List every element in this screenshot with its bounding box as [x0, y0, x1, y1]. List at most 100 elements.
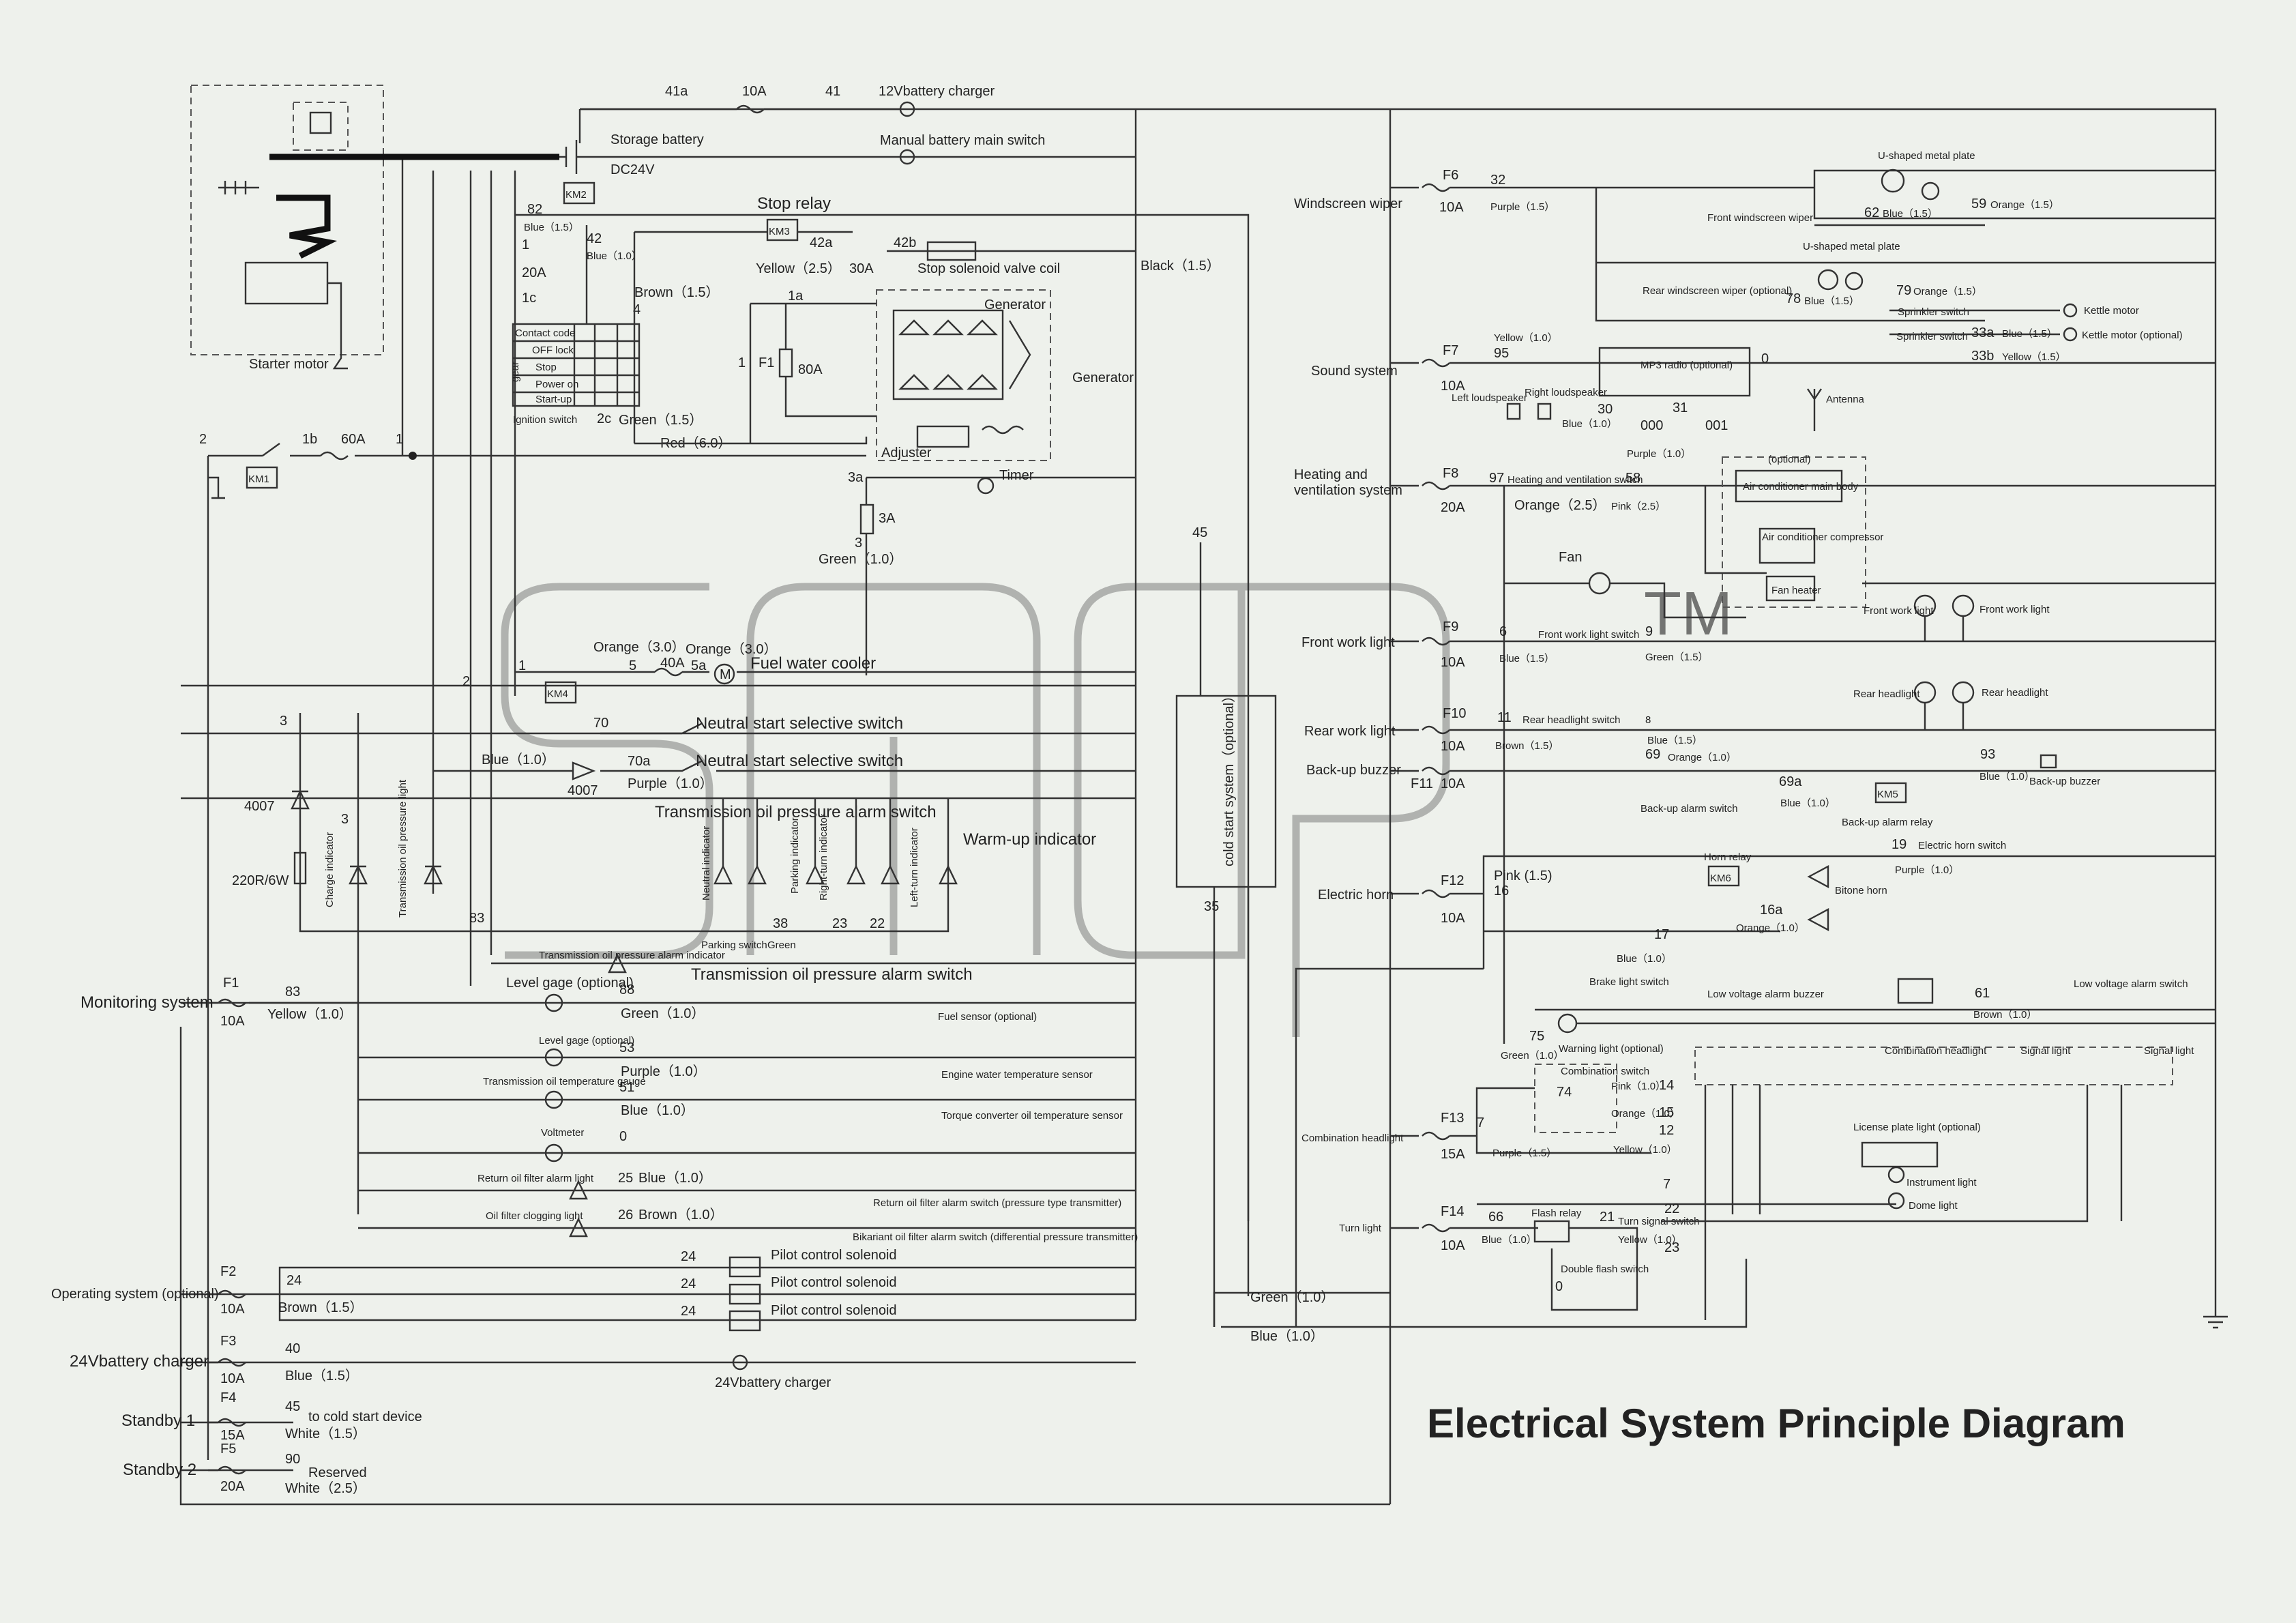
wire-88: 88: [619, 982, 634, 997]
wire-r79: 79: [1896, 283, 1911, 298]
wire-3a: 3a: [848, 470, 864, 485]
fwl-switch-label: Front work light switch: [1538, 629, 1639, 641]
pos-start-up: Start-up: [535, 394, 572, 405]
wire-3c: 3: [341, 812, 349, 827]
fan-heater-label: Fan heater: [1771, 585, 1821, 596]
turn-switch-label: Turn signal switch: [1618, 1216, 1700, 1227]
turn-light-label: Turn light: [1339, 1223, 1382, 1234]
combination-head-label: Combination headlight: [1301, 1132, 1404, 1144]
wire-r6: 6: [1499, 624, 1507, 639]
fuse-f8-id: F8: [1443, 466, 1458, 481]
wire-r-blue15c: Blue（1.5）: [2002, 328, 2057, 340]
charger24-left-label: 24Vbattery charger: [70, 1352, 209, 1371]
license-light-label: License plate light (optional): [1853, 1122, 1981, 1133]
wire-r30: 30: [1598, 402, 1613, 417]
backup-buz-label: Back-up buzzer: [2029, 776, 2100, 787]
dc24v-label: DC24V: [610, 162, 655, 177]
wire-45: 45: [1192, 525, 1207, 540]
wire-38: 38: [773, 916, 788, 931]
wire-1b-2: 1b: [302, 432, 317, 447]
wire-r0: 0: [1761, 351, 1769, 366]
wire-r17: 17: [1654, 927, 1669, 942]
parking-switch-label: Parking switch: [701, 939, 767, 951]
wire-r58: 58: [1625, 471, 1640, 486]
bus-lines: [179, 108, 2217, 1506]
fuse-f7-rating: 10A: [1441, 379, 1465, 394]
wire-2b: 2: [462, 674, 470, 689]
fuse-f9-id: F9: [1443, 619, 1458, 634]
wire-purple10: Purple（1.0）: [628, 776, 713, 791]
fuse-f11-rating: 10A: [1441, 776, 1465, 791]
wire-r-orange10c: Orange（1.0）: [1611, 1108, 1680, 1120]
wire-brown15: Brown（1.5）: [634, 284, 720, 300]
wire-r16: 16: [1494, 883, 1509, 898]
cold-start-system: cold start system（optional） 45 35: [1175, 525, 1277, 1327]
timer-label: Timer: [999, 468, 1034, 483]
wire-24: 24: [286, 1273, 301, 1288]
right-speaker-label: Right loudspeaker: [1525, 387, 1607, 398]
wire-r59: 59: [1971, 196, 1986, 211]
fuse-f1-rating: 10A: [220, 1014, 245, 1029]
u-plate-1-label: U-shaped metal plate: [1878, 150, 1975, 162]
fuse-f4-rating: 15A: [220, 1428, 245, 1443]
wire-70: 70: [593, 716, 608, 731]
wire-r001: 001: [1705, 418, 1728, 433]
wire-r97: 97: [1489, 471, 1504, 486]
wire-r-yellow10: Yellow（1.0）: [1494, 332, 1558, 344]
wire-83b: 83: [285, 984, 300, 999]
pos-stop: Stop: [535, 362, 557, 373]
flash-relay-label: Flash relay: [1531, 1208, 1582, 1219]
watermark-logo: TM: [501, 580, 1733, 1037]
fuse-f6-rating: 10A: [1439, 200, 1464, 215]
heating-label-1: Heating and: [1294, 467, 1368, 482]
charger24-icon: [732, 1354, 748, 1371]
wire-r16a: 16a: [1760, 903, 1783, 918]
wire-83: 83: [469, 911, 484, 926]
wire-r32: 32: [1490, 173, 1505, 188]
mp3-radio-label: MP3 radio (optional): [1640, 360, 1733, 371]
bikariant-label: Bikariant oil filter alarm switch (diffe…: [853, 1231, 1138, 1243]
wire-r-purple15: Purple（1.5）: [1490, 201, 1555, 213]
wire-53: 53: [619, 1040, 634, 1055]
generator-label: Generator: [984, 297, 1046, 312]
stop-relay-label: Stop relay: [757, 194, 831, 213]
timer-icon: [977, 477, 995, 495]
wire-r-blue10b: Blue（1.0）: [1780, 798, 1836, 809]
sprinkler-2-label: Sprinkler switch: [1896, 331, 1968, 342]
electric-horn-label: Electric horn: [1318, 888, 1394, 903]
brake-switch-label: Brake light switch: [1589, 976, 1669, 988]
sprinkler-1-label: Sprinkler switch: [1898, 306, 1969, 318]
fuse-f1-id: F1: [223, 976, 239, 991]
wire-r-pink15: Pink (1.5): [1494, 868, 1552, 883]
ac-compressor-label: Air conditioner compressor: [1762, 531, 1883, 543]
fuse-f4-id: F4: [220, 1390, 236, 1405]
wire-r-brown10: Brown（1.0）: [1973, 1009, 2037, 1021]
indicator-block: 4007 220R/6W 3 3 Charge indicator Transm…: [232, 713, 1136, 984]
main-switch-label: Manual battery main switch: [880, 133, 1045, 148]
wire-r-yellow15: Yellow（1.5）: [2002, 351, 2066, 363]
wire-0: 0: [619, 1129, 627, 1144]
standby2-label: Standby 2: [123, 1461, 196, 1479]
generator-label-2: Generator: [1072, 370, 1134, 385]
right-circuits: Windscreen wiper F6 10A 32 Purple（1.5） U…: [1294, 150, 2228, 1329]
wire-90: 90: [285, 1452, 300, 1467]
fuse-30a: 30A: [849, 261, 874, 276]
fuse-f2-rating: 10A: [220, 1302, 245, 1317]
fuse-f5-rating: 20A: [220, 1479, 245, 1494]
kettle-1-label: Kettle motor: [2084, 305, 2139, 317]
left-fuses: Monitoring system F1 10A Operating syste…: [51, 976, 358, 1494]
dome-light-label: Dome light: [1909, 1200, 1958, 1212]
fuel-cooler-row: M KM4 Orange（3.0） Orange（3.0） 1 5 40A 5a…: [181, 639, 1136, 704]
wire-r-blue10: Blue（1.0）: [1562, 418, 1617, 430]
motor-m: M: [720, 667, 731, 682]
wire-green15: Green（1.5）: [619, 412, 703, 428]
wire-green-p: Green: [767, 939, 796, 951]
fan-icon: [1588, 572, 1611, 595]
wire-r33b: 33b: [1971, 349, 1994, 364]
wire-r0b: 0: [1555, 1279, 1563, 1294]
pilot-solenoid-1-label: Pilot control solenoid: [771, 1248, 897, 1263]
warmup-indicator-label: Warm-up indicator: [963, 830, 1096, 849]
wire-1: 1: [522, 237, 529, 252]
rear-headlight-1-label: Rear headlight: [1853, 688, 1920, 700]
